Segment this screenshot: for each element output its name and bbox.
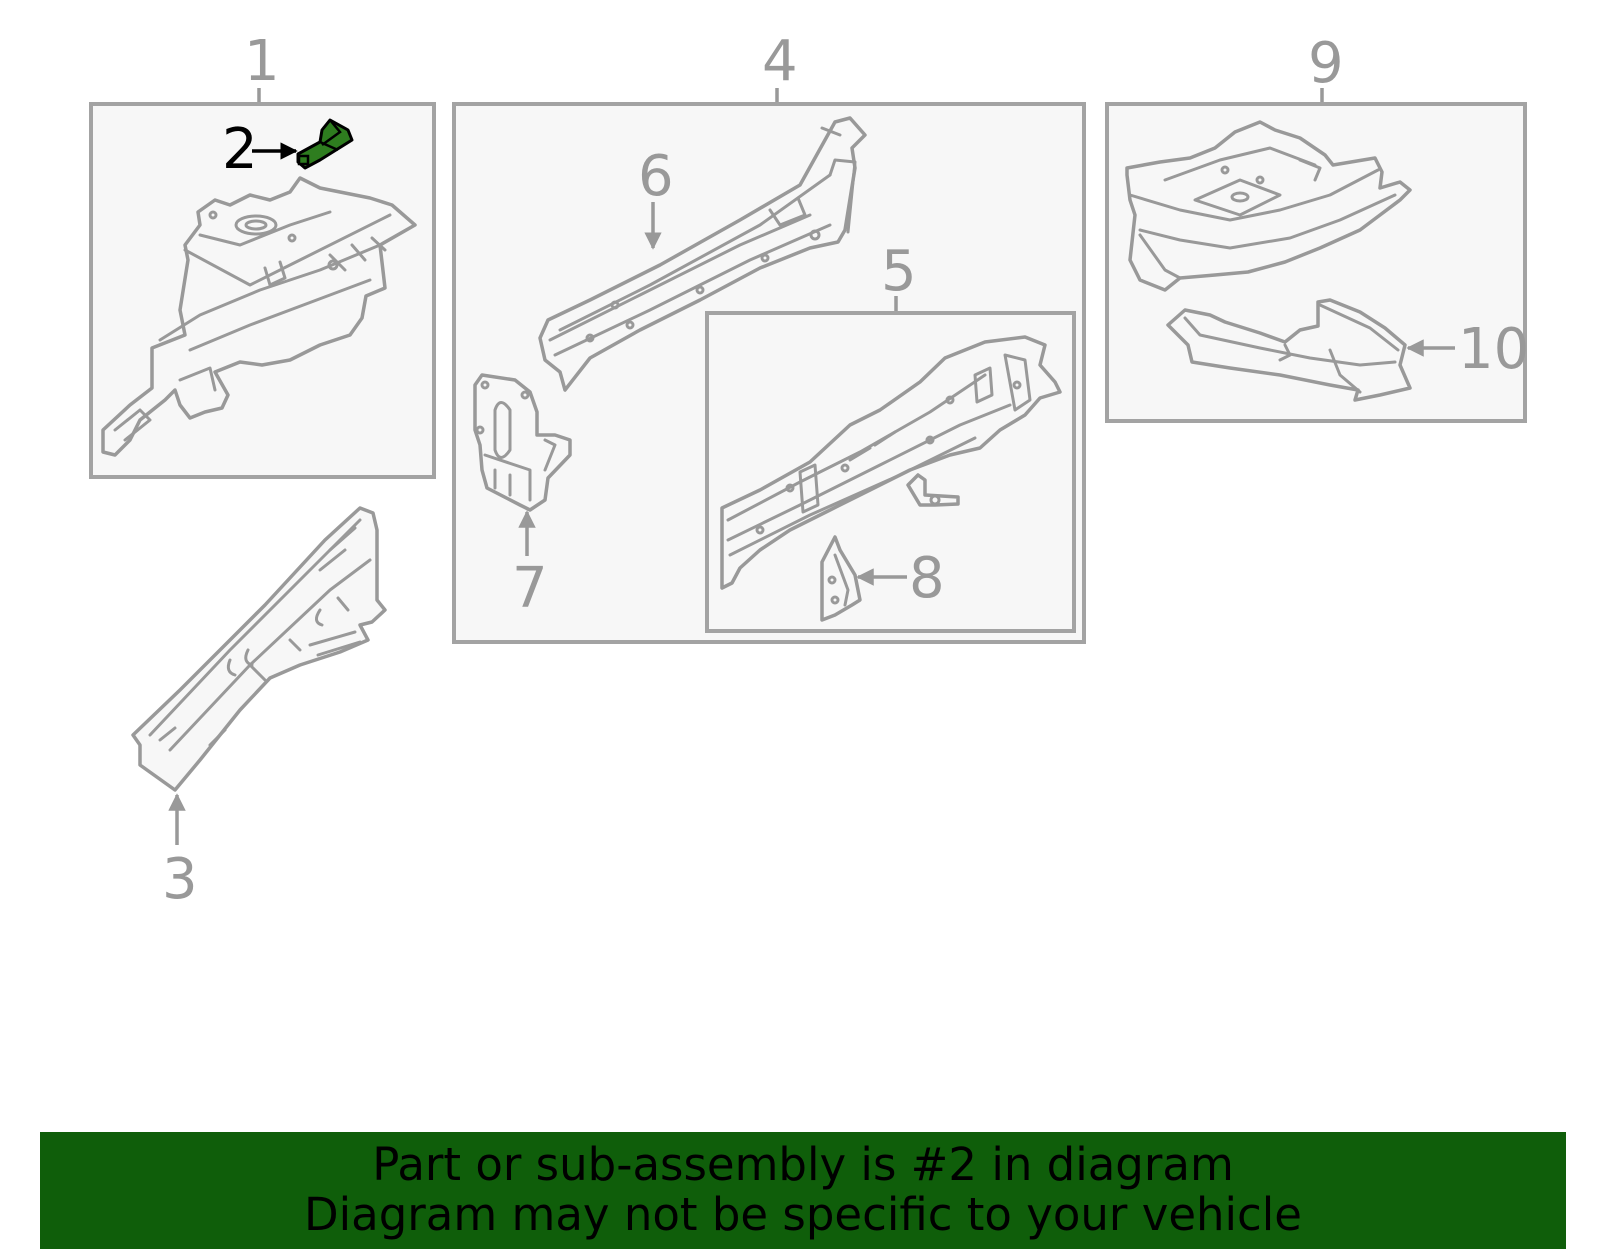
banner-line-2: Diagram may not be specific to your vehi… <box>304 1188 1302 1241</box>
callout-5[interactable]: 5 <box>881 239 917 304</box>
part-5-tab <box>906 473 960 507</box>
callout-8[interactable]: 8 <box>909 546 945 611</box>
part-9-floor-assembly[interactable] <box>1125 120 1412 292</box>
part-2-bracket-highlighted[interactable] <box>296 118 354 170</box>
part-3-apron-reinforcement[interactable] <box>131 506 387 792</box>
callout-10[interactable]: 10 <box>1458 317 1529 382</box>
part-7-bracket[interactable] <box>473 373 572 512</box>
callout-3[interactable]: 3 <box>162 847 198 912</box>
callout-7[interactable]: 7 <box>512 556 548 621</box>
callout-4[interactable]: 4 <box>762 29 798 94</box>
callout-6[interactable]: 6 <box>638 144 674 209</box>
part-8-gusset[interactable] <box>820 535 862 622</box>
callout-1[interactable]: 1 <box>244 29 280 94</box>
part-1-apron-assembly[interactable] <box>101 176 417 457</box>
part-5-rail-extension[interactable] <box>720 335 1062 590</box>
callout-2[interactable]: 2 <box>222 117 258 182</box>
callout-9[interactable]: 9 <box>1308 31 1344 96</box>
banner-line-1: Part or sub-assembly is #2 in diagram <box>372 1138 1234 1191</box>
part-10-crossmember[interactable] <box>1166 298 1412 402</box>
part-6-side-member[interactable] <box>538 116 867 392</box>
notice-banner: Part or sub-assembly is #2 in diagram Di… <box>40 1132 1566 1249</box>
